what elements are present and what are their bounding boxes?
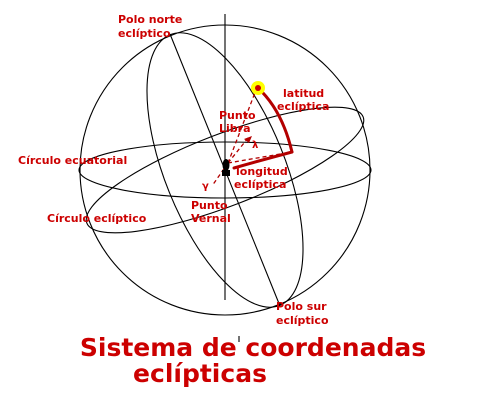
- title-line1: Sistema de coordenadas: [80, 333, 426, 362]
- libra-direction-line: [227, 137, 249, 164]
- ecliptic-projection-line: [227, 151, 293, 164]
- star-direction-line: [227, 89, 257, 164]
- aries-symbol: γ: [202, 181, 209, 192]
- longitude-label-line1: longitud: [236, 165, 288, 178]
- vernal-label-line2: Vernal: [191, 212, 231, 225]
- ecliptic-meridian-circle: [146, 32, 304, 308]
- libra-point-marker: [244, 136, 252, 143]
- north-pole-label-line1: Polo norte: [118, 13, 182, 26]
- libra-label-line1: Punto: [219, 109, 256, 122]
- north-pole-label-line2: eclíptico: [118, 27, 171, 40]
- earth-observer-icon: [222, 159, 230, 176]
- equatorial-circle-label: Círculo ecuatorial: [18, 154, 127, 167]
- vernal-direction-line: [211, 162, 229, 187]
- lambda-symbol: λ: [252, 140, 259, 151]
- latitude-label-line2: eclíptica: [277, 100, 329, 113]
- ecliptic-circle: [85, 106, 365, 234]
- libra-label-line2: Libra: [219, 122, 251, 135]
- latitude-label-line1: latitud: [283, 87, 324, 100]
- south-pole-label-line2: eclíptico: [276, 314, 329, 327]
- vernal-label-line1: Punto: [191, 199, 228, 212]
- ecliptic-circle-label: Círculo eclíptico: [47, 212, 147, 225]
- star-marker-icon: [251, 81, 265, 95]
- equatorial-circle: [78, 141, 372, 199]
- title-line2: eclípticas: [133, 359, 267, 388]
- longitude-label-line2: eclíptica: [234, 178, 286, 191]
- south-pole-label-line1: Polo sur: [276, 300, 327, 313]
